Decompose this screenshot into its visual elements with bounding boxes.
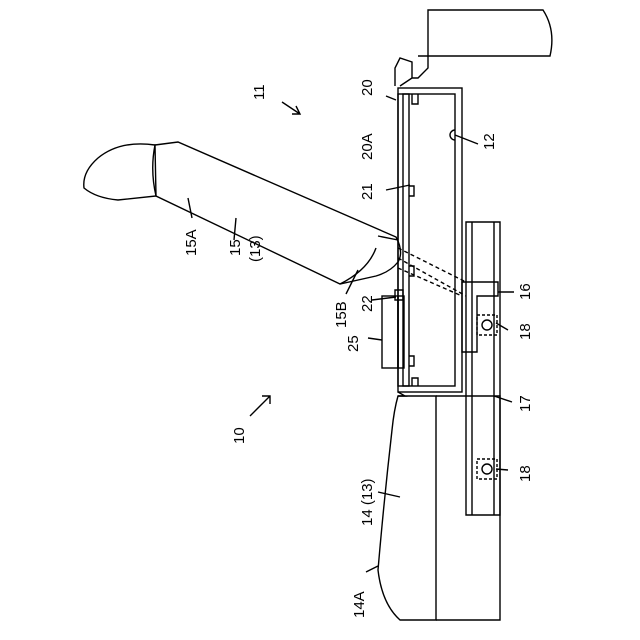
label-15b: 15B: [333, 301, 350, 328]
lower-base: [436, 396, 500, 620]
labels: 11 20 20A 12 21 15A 15 (13) 16 22 15B 18…: [183, 79, 534, 618]
upper-bracket: [395, 56, 428, 86]
housing-tabs: [409, 94, 418, 386]
label-12: 12: [481, 133, 498, 150]
label-25: 25: [345, 335, 362, 352]
label-14a: 14A: [351, 591, 368, 618]
label-15a: 15A: [183, 229, 200, 256]
label-18-b: 18: [517, 465, 534, 482]
dashed-projection: [398, 248, 466, 296]
component-25: [382, 296, 398, 368]
fastener-18-a: [482, 320, 492, 330]
label-15-sub: (13): [247, 235, 264, 262]
label-16: 16: [517, 283, 534, 300]
part-15-tip: [84, 144, 156, 200]
label-20a: 20A: [359, 133, 376, 160]
label-15: 15: [227, 239, 244, 256]
bracket-16: [462, 282, 498, 352]
upper-block: [428, 10, 552, 56]
edge-15b: [340, 248, 376, 284]
part-14: [378, 396, 436, 620]
label-18-a: 18: [517, 323, 534, 340]
label-20: 20: [359, 79, 376, 96]
label-14: 14 (13): [359, 478, 376, 526]
label-21: 21: [359, 183, 376, 200]
label-17: 17: [517, 395, 534, 412]
housing-20: [398, 88, 462, 392]
label-10: 10: [231, 427, 248, 444]
fastener-18-b: [482, 464, 492, 474]
part-15: [155, 142, 401, 284]
lug-22: [395, 290, 403, 300]
hook-12: [450, 130, 455, 140]
label-22: 22: [359, 295, 376, 312]
housing-inner-wall: [403, 94, 455, 386]
label-11: 11: [251, 84, 268, 100]
arrow-11: [282, 102, 300, 114]
arrow-10: [250, 396, 270, 416]
